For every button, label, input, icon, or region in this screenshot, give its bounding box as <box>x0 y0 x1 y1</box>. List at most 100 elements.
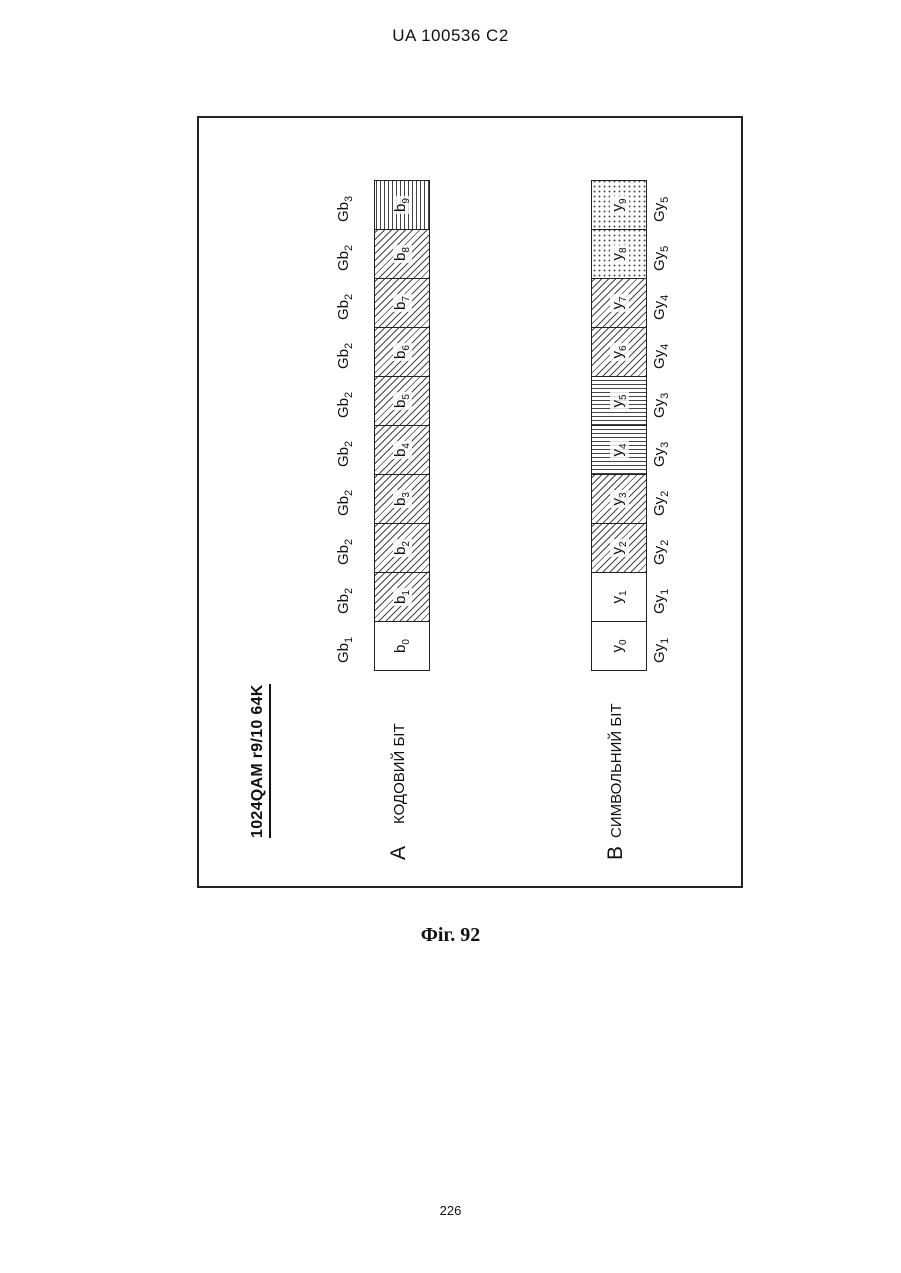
group-base: Gy <box>651 301 668 320</box>
group-index: 1 <box>659 589 671 595</box>
bit-index: 0 <box>401 639 412 645</box>
group-index: 4 <box>659 344 671 350</box>
bit-base: b <box>392 596 409 604</box>
bit-label: y4 <box>610 441 629 458</box>
symbol-bit-cell: y7 <box>591 278 647 328</box>
group-base: Gb <box>335 594 352 614</box>
bit-base: b <box>392 204 409 212</box>
symbol-bit-cell: y2 <box>591 523 647 573</box>
group-base: Gb <box>335 300 352 320</box>
bit-group-label: Gb2 <box>335 245 355 271</box>
code-bit-cell: b1 <box>374 572 430 622</box>
bit-index: 7 <box>618 296 629 302</box>
bit-label: b9 <box>393 196 412 214</box>
symbol-bit-cell: y5 <box>591 376 647 426</box>
group-base: Gb <box>335 251 352 271</box>
symbol-group-label: Gy1 <box>651 589 671 614</box>
group-index: 2 <box>343 539 355 545</box>
symbol-group-label: Gy5 <box>651 246 671 271</box>
group-index: 2 <box>343 441 355 447</box>
group-index: 2 <box>343 245 355 251</box>
bit-base: y <box>609 253 626 261</box>
bit-index: 1 <box>618 590 629 596</box>
symbol-group-label: Gy4 <box>651 344 671 369</box>
symbol-group-label: Gy2 <box>651 491 671 516</box>
code-bit-cell: b8 <box>374 229 430 279</box>
bit-index: 4 <box>401 443 412 449</box>
bit-label: y2 <box>610 539 629 556</box>
bit-index: 5 <box>618 394 629 400</box>
bit-base: b <box>392 351 409 359</box>
bit-label: y5 <box>610 392 629 409</box>
symbol-bit-cell: y9 <box>591 180 647 230</box>
bit-base: b <box>392 302 409 310</box>
symbol-group-label: Gy2 <box>651 540 671 565</box>
bit-index: 3 <box>618 492 629 498</box>
bit-group-label: Gb2 <box>335 294 355 320</box>
bit-label: b2 <box>393 539 412 557</box>
group-index: 2 <box>343 490 355 496</box>
bit-label: b6 <box>393 343 412 361</box>
group-base: Gy <box>651 203 668 222</box>
group-index: 4 <box>659 295 671 301</box>
bit-base: y <box>609 351 626 359</box>
bit-group-label: Gb2 <box>335 539 355 565</box>
code-bit-cell: b4 <box>374 425 430 475</box>
bit-label: y0 <box>610 637 629 654</box>
rotated-diagram: 1024QAM r9/10 64K A КОДОВИЙ БІТ B СИМВОЛ… <box>199 118 745 890</box>
bit-index: 1 <box>401 590 412 596</box>
group-index: 5 <box>659 246 671 252</box>
symbol-group-label: Gy1 <box>651 638 671 663</box>
group-index: 2 <box>659 491 671 497</box>
group-base: Gb <box>335 447 352 467</box>
group-base: Gb <box>335 202 352 222</box>
group-base: Gb <box>335 349 352 369</box>
group-base: Gy <box>651 595 668 614</box>
bit-label: b5 <box>393 392 412 410</box>
row-b-letter: B <box>604 846 628 860</box>
group-base: Gy <box>651 399 668 418</box>
bit-label: b8 <box>393 245 412 263</box>
bit-group-label: Gb2 <box>335 588 355 614</box>
code-bit-cell: b7 <box>374 278 430 328</box>
bit-label: b7 <box>393 294 412 312</box>
bit-label: b3 <box>393 490 412 508</box>
group-index: 2 <box>659 540 671 546</box>
bit-label: y3 <box>610 490 629 507</box>
symbol-bit-cell: y8 <box>591 229 647 279</box>
bit-base: y <box>609 204 626 212</box>
symbol-bit-cell: y0 <box>591 621 647 671</box>
code-bit-cell: b3 <box>374 474 430 524</box>
group-index: 1 <box>659 638 671 644</box>
symbol-bit-cell: y1 <box>591 572 647 622</box>
bit-index: 6 <box>618 345 629 351</box>
bit-index: 8 <box>618 247 629 253</box>
bit-group-label: Gb3 <box>335 196 355 222</box>
bit-base: y <box>609 400 626 408</box>
bit-label: b1 <box>393 588 412 606</box>
bit-base: b <box>392 449 409 457</box>
group-base: Gy <box>651 497 668 516</box>
bit-base: y <box>609 547 626 555</box>
figure-caption: Фіг. 92 <box>0 924 901 947</box>
bit-base: y <box>609 449 626 457</box>
group-index: 2 <box>343 392 355 398</box>
bit-index: 9 <box>401 198 412 204</box>
bit-base: b <box>392 498 409 506</box>
row-a-letter: A <box>387 846 411 860</box>
code-bit-cell: b0 <box>374 621 430 671</box>
group-base: Gy <box>651 546 668 565</box>
group-base: Gb <box>335 643 352 663</box>
figure-frame: 1024QAM r9/10 64K A КОДОВИЙ БІТ B СИМВОЛ… <box>197 116 743 888</box>
bit-index: 9 <box>618 198 629 204</box>
bit-index: 2 <box>618 541 629 547</box>
code-bit-cell: b5 <box>374 376 430 426</box>
symbol-group-label: Gy3 <box>651 393 671 418</box>
group-index: 3 <box>343 196 355 202</box>
figure-title: 1024QAM r9/10 64K <box>249 684 271 838</box>
bit-base: b <box>392 547 409 555</box>
bit-group-label: Gb1 <box>335 637 355 663</box>
bit-group-label: Gb2 <box>335 343 355 369</box>
bit-label: y6 <box>610 343 629 360</box>
row-b-label: СИМВОЛЬНИЙ БІТ <box>608 703 625 838</box>
